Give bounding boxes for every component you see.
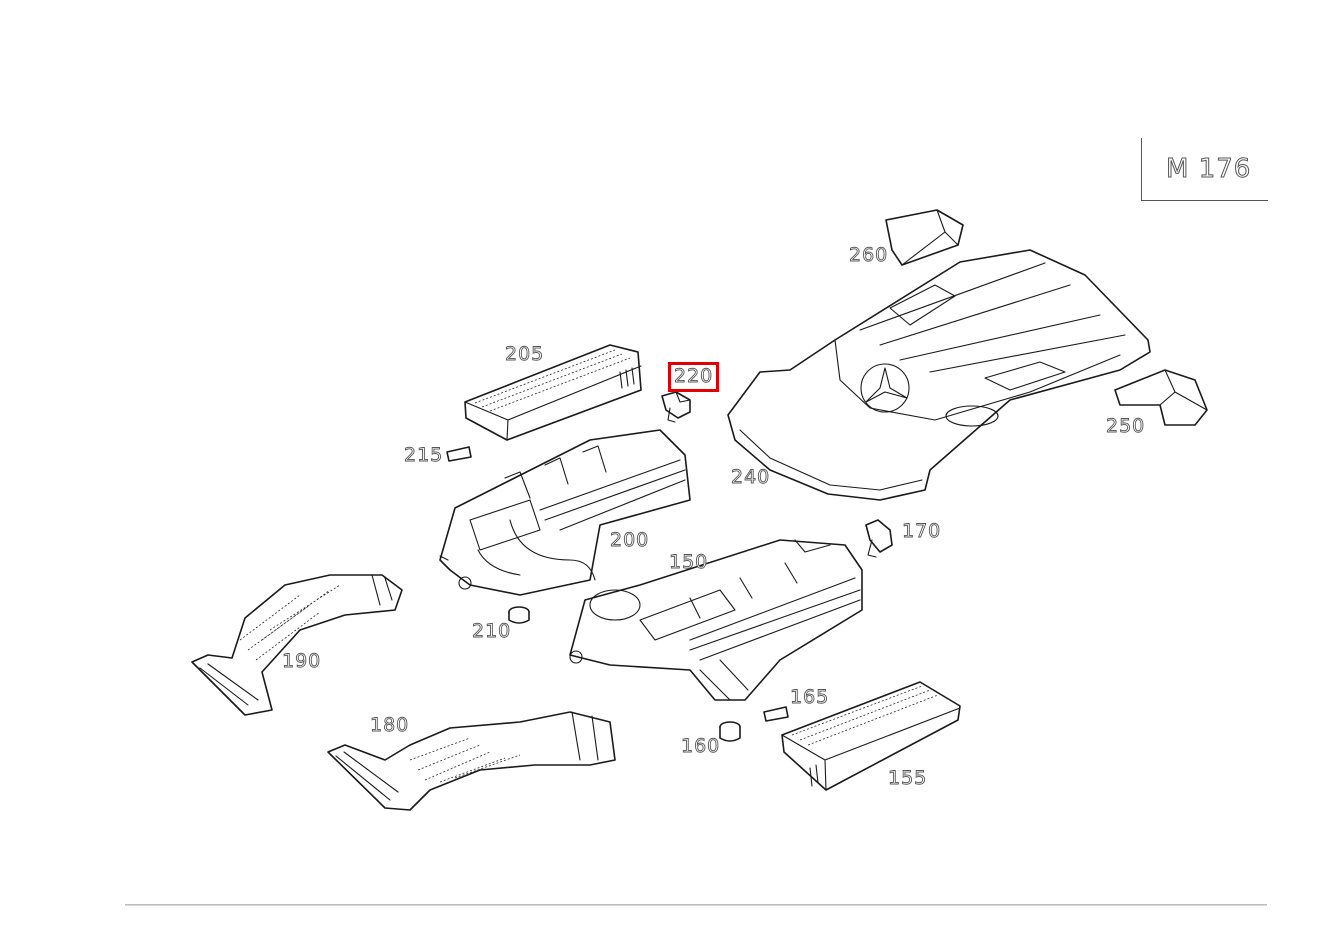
part-170-drawing[interactable] — [865, 519, 893, 558]
callout-260[interactable]: 260 — [849, 244, 889, 266]
model-label: M 176 — [1165, 154, 1252, 185]
part-200-drawing[interactable] — [439, 429, 691, 596]
callout-165[interactable]: 165 — [790, 686, 830, 708]
model-box: M 176 — [1141, 138, 1268, 201]
part-250-drawing[interactable] — [1114, 369, 1208, 426]
callout-180[interactable]: 180 — [370, 714, 410, 736]
part-155-drawing[interactable] — [781, 681, 961, 791]
part-220-drawing[interactable] — [661, 391, 691, 423]
part-260-drawing[interactable] — [885, 209, 964, 266]
callout-250[interactable]: 250 — [1106, 415, 1146, 437]
part-150-drawing[interactable] — [569, 539, 863, 701]
callout-200[interactable]: 200 — [610, 529, 650, 551]
callout-190[interactable]: 190 — [282, 650, 322, 672]
callout-150[interactable]: 150 — [669, 551, 709, 573]
callout-240[interactable]: 240 — [731, 466, 771, 488]
callout-205[interactable]: 205 — [505, 343, 545, 365]
part-210-drawing[interactable] — [508, 606, 530, 624]
part-240-drawing[interactable] — [727, 249, 1151, 501]
callout-215[interactable]: 215 — [404, 444, 444, 466]
callout-210[interactable]: 210 — [472, 620, 512, 642]
part-205-drawing[interactable] — [464, 344, 642, 441]
part-215-drawing[interactable] — [446, 446, 472, 462]
callout-160[interactable]: 160 — [681, 735, 721, 757]
part-160-drawing[interactable] — [719, 721, 741, 742]
callout-170[interactable]: 170 — [902, 520, 942, 542]
callout-220[interactable]: 220 — [668, 362, 720, 392]
part-180-drawing[interactable] — [327, 711, 616, 811]
footer-divider — [125, 904, 1267, 906]
part-190-drawing[interactable] — [191, 574, 403, 716]
part-165-drawing[interactable] — [763, 706, 789, 722]
callout-155[interactable]: 155 — [888, 767, 928, 789]
